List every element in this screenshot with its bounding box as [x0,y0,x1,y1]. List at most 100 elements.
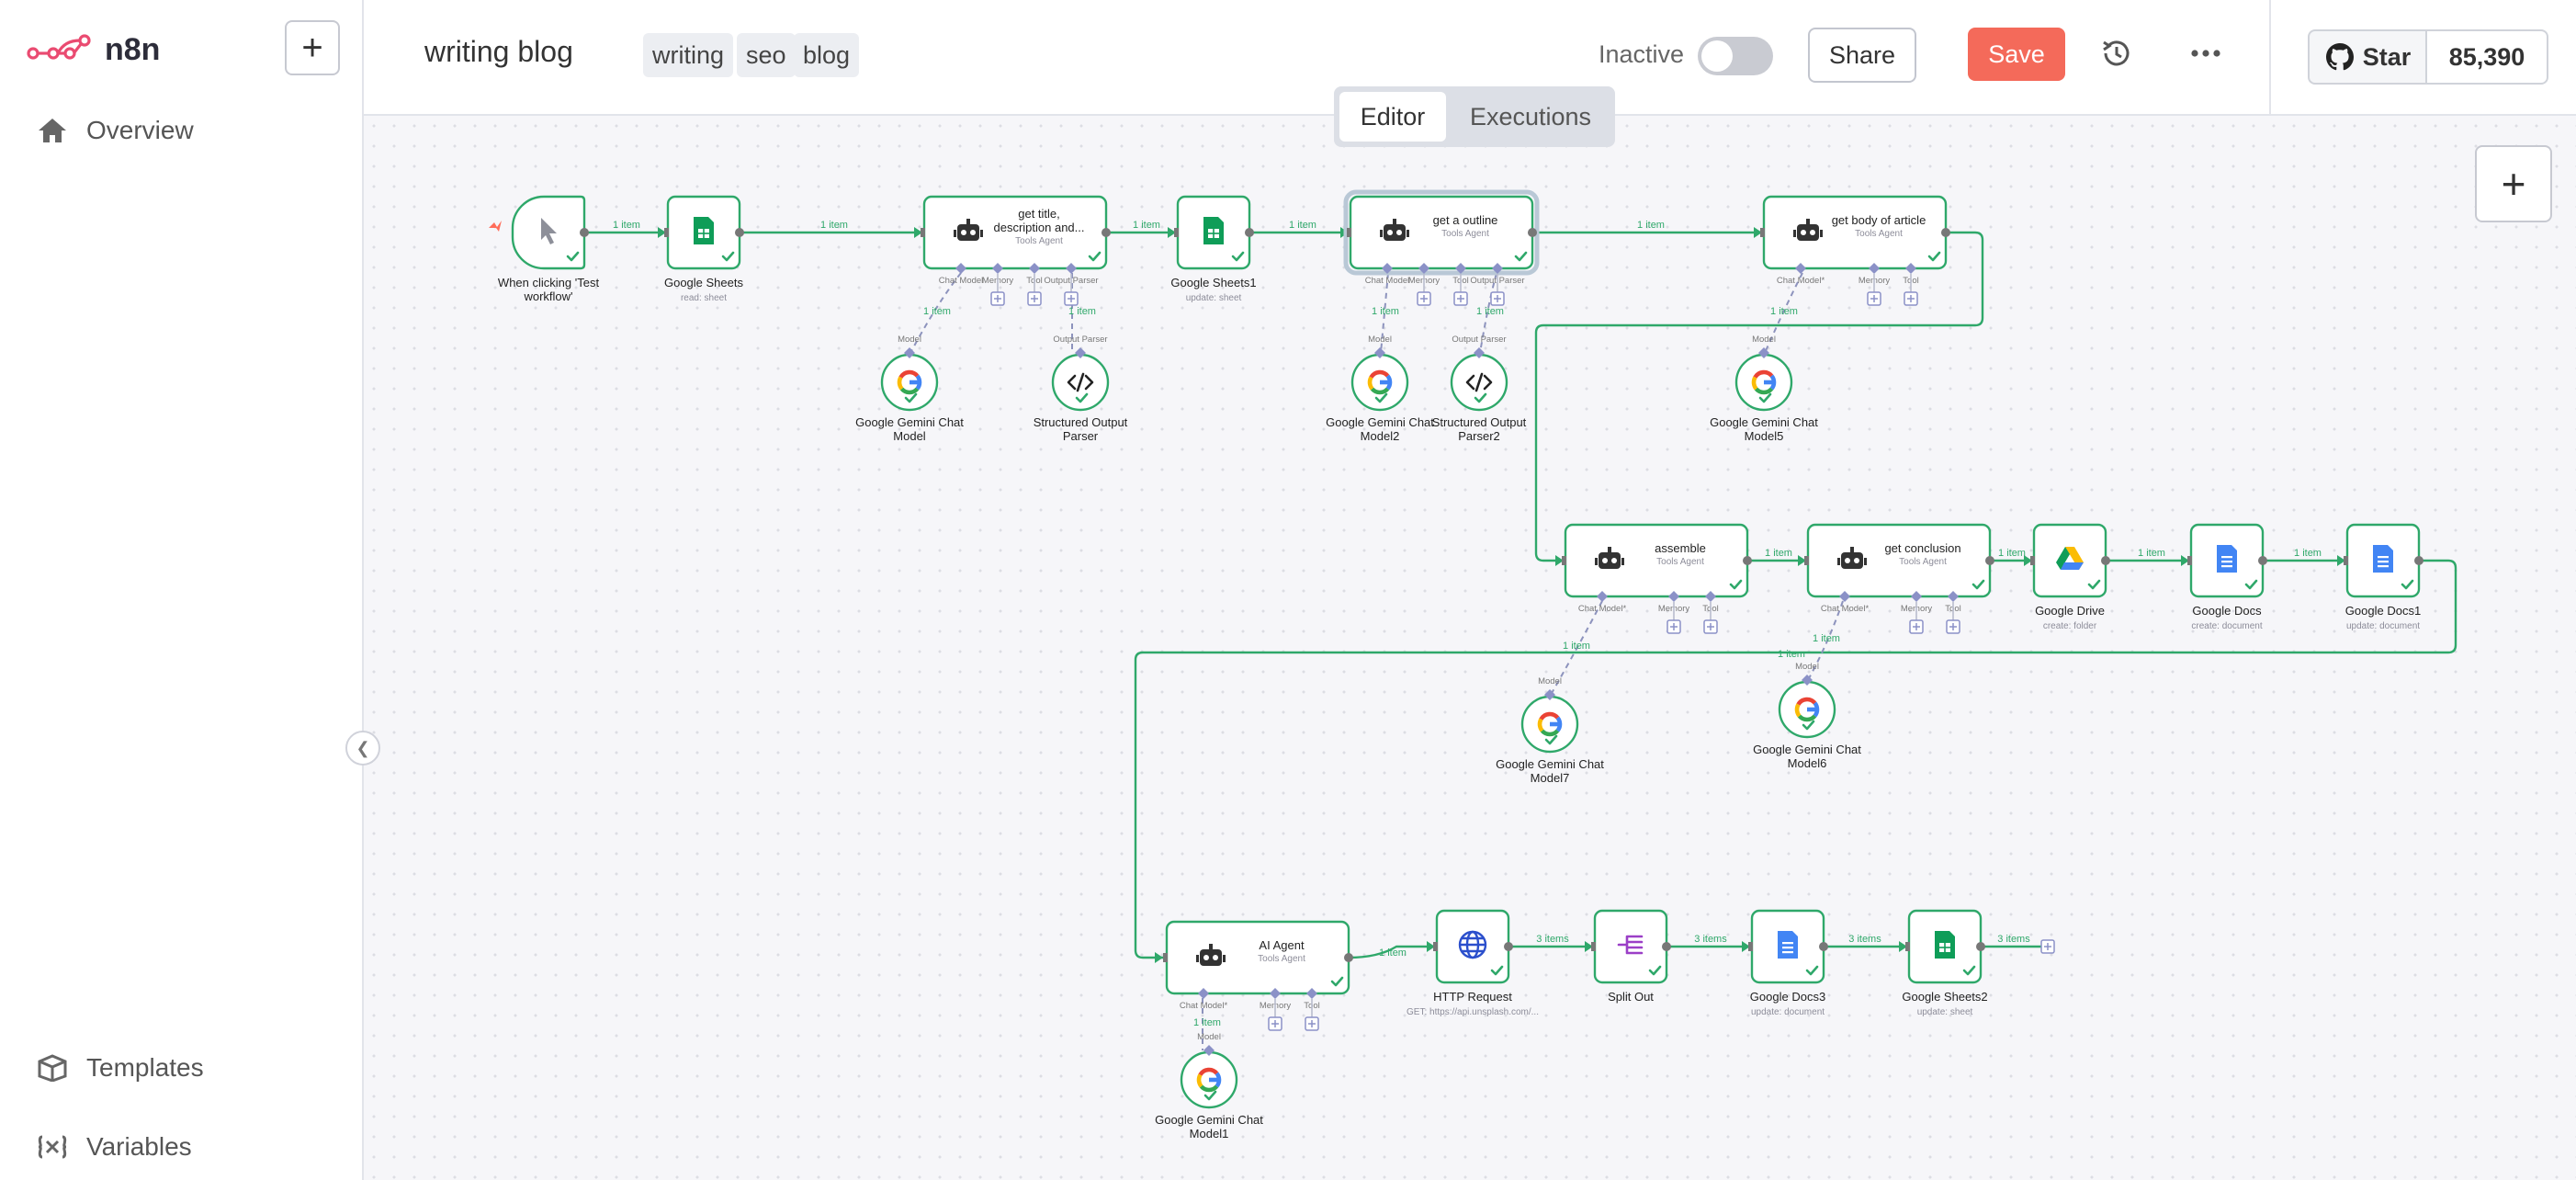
input-port[interactable] [1748,942,1753,951]
handle-diamond[interactable] [1203,1045,1215,1056]
handle-diamond[interactable] [1492,263,1503,274]
node-agent1[interactable]: get title,description and...Tools AgentC… [921,195,1111,306]
input-port[interactable] [921,228,925,237]
nav-overview[interactable]: Overview [37,116,194,145]
create-new-button[interactable]: + [285,20,340,75]
handle-diamond[interactable] [1198,988,1209,999]
output-port[interactable] [2101,556,2110,565]
handle-diamond[interactable] [1795,263,1806,274]
output-port[interactable] [1245,228,1254,237]
handle-diamond[interactable] [1474,347,1485,358]
input-port[interactable] [1804,556,1809,565]
output-port[interactable] [1743,556,1752,565]
workflow-name[interactable]: writing blog [424,35,573,68]
add-node-button[interactable]: + [2475,145,2552,222]
handle-diamond[interactable] [1374,347,1385,358]
input-port[interactable] [1905,942,1910,951]
node-split[interactable]: Split Out [1591,909,1671,1004]
output-port[interactable] [2414,556,2423,565]
tab-editor[interactable]: Editor [1339,92,1446,142]
save-button[interactable]: Save [1968,28,2065,81]
nav-templates[interactable]: Templates [37,1053,204,1083]
github-star-count[interactable]: 85,390 [2425,29,2548,85]
handle-diamond[interactable] [1597,591,1608,602]
handle-diamond[interactable] [1705,591,1716,602]
handle-diamond[interactable] [1455,263,1466,274]
output-port[interactable] [1985,556,1994,565]
input-port[interactable] [2187,556,2192,565]
output-port[interactable] [1819,942,1828,951]
handle-diamond[interactable] [904,347,915,358]
handle-diamond[interactable] [1839,591,1850,602]
input-port[interactable] [1591,942,1596,951]
handle-diamond[interactable] [1029,263,1040,274]
handle-diamond[interactable] [1911,591,1922,602]
handle-diamond[interactable] [955,263,966,274]
output-port[interactable] [580,228,589,237]
input-port[interactable] [1760,228,1765,237]
tag-writing[interactable]: writing [643,33,734,77]
active-toggle[interactable] [1698,37,1773,75]
input-port[interactable] [1347,228,1351,237]
output-port[interactable] [1504,942,1513,951]
github-star-button[interactable]: Star [2308,29,2427,85]
handle-diamond[interactable] [992,263,1003,274]
handle-diamond[interactable] [1418,263,1429,274]
output-port[interactable] [1102,228,1111,237]
share-button[interactable]: Share [1808,28,1916,83]
nav-variables[interactable]: Variables [37,1132,192,1162]
handle-diamond[interactable] [1948,591,1959,602]
handle-diamond[interactable] [1802,675,1813,686]
tag-blog[interactable]: blog [794,33,860,77]
handle-diamond[interactable] [1758,347,1769,358]
handle-diamond[interactable] [1544,689,1555,700]
more-options-icon[interactable] [2190,37,2221,70]
handle-diamond[interactable] [1270,988,1281,999]
input-port[interactable] [2030,556,2035,565]
handle-diamond[interactable] [1075,347,1086,358]
output-port[interactable] [1976,942,1985,951]
input-port[interactable] [2344,556,2348,565]
output-port[interactable] [1528,228,1537,237]
n8n-logo[interactable]: n8n [26,31,160,68]
handle-diamond[interactable] [1306,988,1317,999]
history-icon[interactable] [2100,37,2133,70]
input-port[interactable] [1174,228,1179,237]
tag-seo[interactable]: seo [737,33,796,77]
input-port[interactable] [1163,953,1168,962]
input-port[interactable] [1433,942,1438,951]
input-port[interactable] [664,228,669,237]
output-port[interactable] [1662,942,1671,951]
handle-diamond[interactable] [1066,263,1077,274]
output-port[interactable] [2258,556,2267,565]
add-next-node-button[interactable] [2040,939,2055,954]
input-port[interactable] [1562,556,1566,565]
handle-diamond[interactable] [1382,263,1393,274]
output-port[interactable] [1344,953,1353,962]
handle-diamond[interactable] [1668,591,1679,602]
